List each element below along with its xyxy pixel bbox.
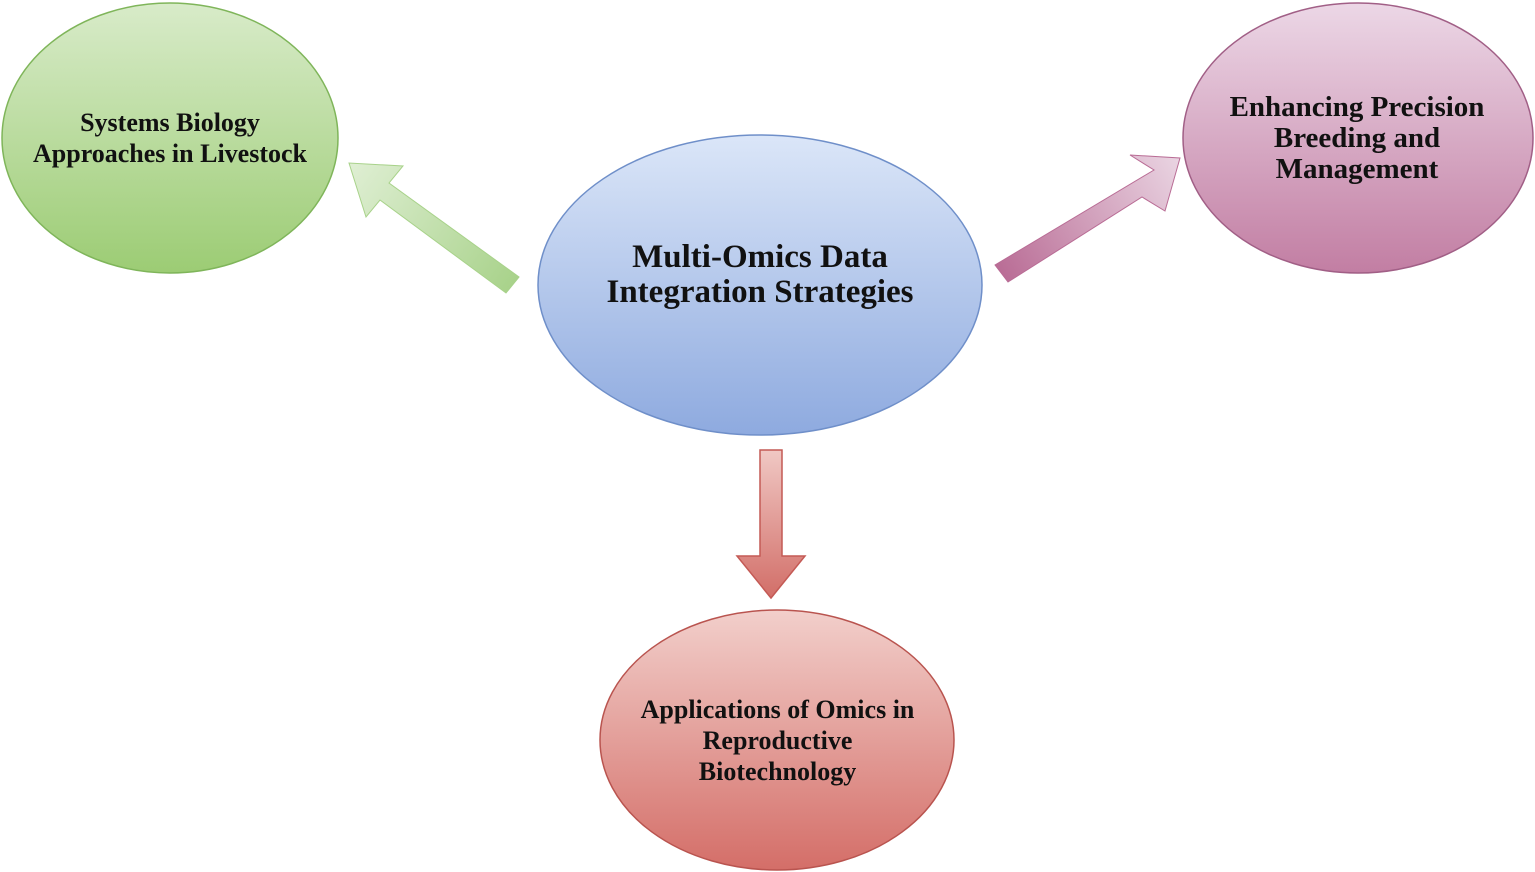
systems-biology-label: Systems Biology Approaches in Livestock	[33, 107, 307, 168]
precision-breeding-label: Enhancing Precision Breeding and Managem…	[1229, 90, 1485, 185]
arrow-to-precision-breeding	[994, 154, 1181, 283]
center-node-label: Multi-Omics Data Integration Strategies	[606, 239, 914, 310]
node-precision-breeding	[1182, 2, 1534, 274]
node-multi-omics	[537, 134, 983, 436]
arrow-to-reproductive-biotechnology	[735, 449, 807, 600]
node-reproductive-biotechnology	[599, 609, 955, 871]
reproductive-biotechnology-label: Applications of Omics in Reproductive Bi…	[640, 694, 915, 786]
node-systems-biology	[1, 2, 339, 274]
arrow-to-systems-biology	[348, 162, 520, 294]
